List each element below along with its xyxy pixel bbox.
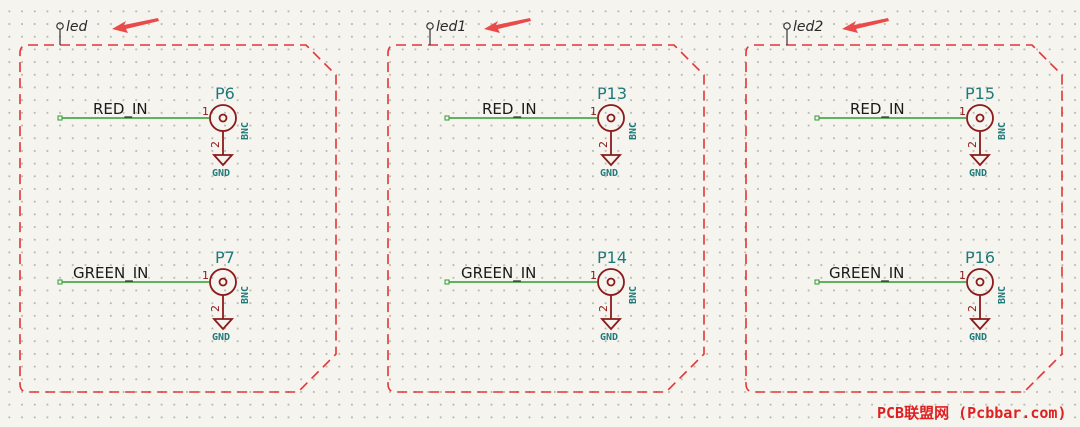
connector-value: BNC [240,122,251,140]
net-label: GREEN_IN [829,264,904,283]
ground-icon [968,318,992,331]
pin2-number: 2 [597,141,610,148]
bnc-outer-ring [966,104,994,132]
ground-label: GND [969,168,987,179]
pin1-number: 1 [590,269,597,282]
bnc-center-pin [606,277,616,287]
pin1-number: 1 [202,269,209,282]
bnc-center-pin [975,113,985,123]
reference-designator: P7 [215,248,235,267]
annotation-arrow-icon [842,18,889,33]
pin2-number: 2 [966,305,979,312]
wire-end-marker [814,115,820,121]
net-label: RED_IN [482,100,537,119]
bnc-center-pin [218,113,228,123]
wire-end-marker [814,279,820,285]
sheet-border [387,44,705,393]
sheet-pin-icon [56,22,64,30]
ground-label: GND [212,168,230,179]
connector-value: BNC [628,286,639,304]
connector-value: BNC [997,122,1008,140]
ground-label: GND [212,332,230,343]
annotation-arrow-icon [112,18,159,33]
bnc-outer-ring [597,268,625,296]
wire-end-marker [444,279,450,285]
pin2-number: 2 [966,141,979,148]
wire-end-marker [57,115,63,121]
connector-value: BNC [628,122,639,140]
watermark: PCB联盟网 (Pcbbar.com) [877,404,1067,422]
sheet-pin-icon [783,22,791,30]
ground-icon [968,154,992,167]
ground-icon [211,318,235,331]
pin2-number: 2 [209,141,222,148]
pin1-number: 1 [590,105,597,118]
pin1-number: 1 [959,269,966,282]
sheet-name: led1 [436,19,466,35]
reference-designator: P14 [597,248,627,267]
connector-value: BNC [240,286,251,304]
bnc-center-pin [218,277,228,287]
pin1-number: 1 [959,105,966,118]
bnc-outer-ring [209,268,237,296]
net-label: GREEN_IN [73,264,148,283]
pin2-number: 2 [209,305,222,312]
ground-icon [211,154,235,167]
reference-designator: P16 [965,248,995,267]
reference-designator: P15 [965,84,995,103]
sheet-pin-icon [426,22,434,30]
net-label: RED_IN [850,100,905,119]
net-label: RED_IN [93,100,148,119]
ground-icon [599,154,623,167]
wire-end-marker [57,279,63,285]
bnc-outer-ring [597,104,625,132]
reference-designator: P6 [215,84,235,103]
pin1-number: 1 [202,105,209,118]
ground-label: GND [600,168,618,179]
bnc-outer-ring [209,104,237,132]
ground-icon [599,318,623,331]
sheet-border [19,44,337,393]
sheet-name: led2 [793,19,823,35]
bnc-center-pin [975,277,985,287]
pin2-number: 2 [597,305,610,312]
bnc-outer-ring [966,268,994,296]
bnc-center-pin [606,113,616,123]
connector-value: BNC [997,286,1008,304]
sheet-name: led [66,19,88,35]
ground-label: GND [600,332,618,343]
sheet-border [745,44,1063,393]
ground-label: GND [969,332,987,343]
net-label: GREEN_IN [461,264,536,283]
reference-designator: P13 [597,84,627,103]
annotation-arrow-icon [484,18,531,33]
wire-end-marker [444,115,450,121]
